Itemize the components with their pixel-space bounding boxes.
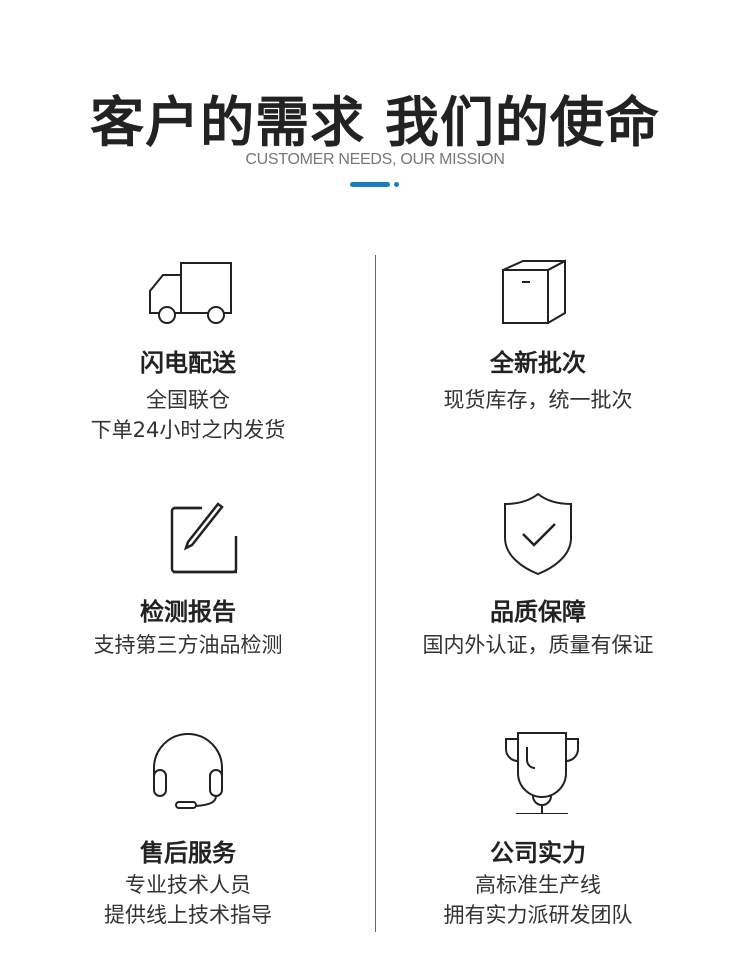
accent-bar	[350, 182, 390, 187]
feature-delivery: 闪电配送 全国联仓 下单24小时之内发货	[18, 255, 358, 455]
headset-icon	[153, 733, 223, 809]
feature-desc-line: 拥有实力派研发团队	[443, 903, 633, 927]
column-divider	[375, 255, 376, 932]
feature-quality: 品质保障 国内外认证，质量有保证	[368, 492, 708, 672]
page-subtitle: CUSTOMER NEEDS, OUR MISSION	[245, 151, 505, 168]
feature-desc-line: 现货库存，统一批次	[443, 388, 633, 412]
edit-icon	[138, 502, 238, 574]
feature-desc-line: 下单24小时之内发货	[90, 418, 286, 442]
page-title: 客户的需求 我们的使命	[90, 91, 660, 154]
feature-title: 品质保障	[490, 598, 586, 626]
feature-title: 检测报告	[140, 598, 236, 626]
feature-test-report: 检测报告 支持第三方油品检测	[18, 500, 358, 670]
feature-title: 全新批次	[490, 349, 586, 377]
truck-icon	[149, 262, 232, 324]
accent-dot	[394, 182, 399, 187]
feature-desc-line: 全国联仓	[146, 388, 230, 412]
box-icon	[502, 259, 566, 324]
feature-desc-line: 高标准生产线	[475, 873, 601, 897]
feature-title: 闪电配送	[140, 349, 236, 377]
feature-after-sales: 售后服务 专业技术人员 提供线上技术指导	[18, 730, 358, 930]
feature-title: 公司实力	[490, 839, 586, 867]
shield-check-icon	[504, 492, 572, 576]
feature-new-batch: 全新批次 现货库存，统一批次	[368, 255, 708, 455]
feature-desc-line: 支持第三方油品检测	[93, 633, 283, 657]
trophy-icon	[505, 732, 579, 814]
feature-desc-line: 提供线上技术指导	[104, 903, 272, 927]
feature-desc-line: 国内外认证，质量有保证	[422, 633, 654, 657]
feature-desc-line: 专业技术人员	[125, 873, 251, 897]
feature-company-strength: 公司实力 高标准生产线 拥有实力派研发团队	[368, 730, 708, 930]
feature-title: 售后服务	[140, 839, 236, 867]
